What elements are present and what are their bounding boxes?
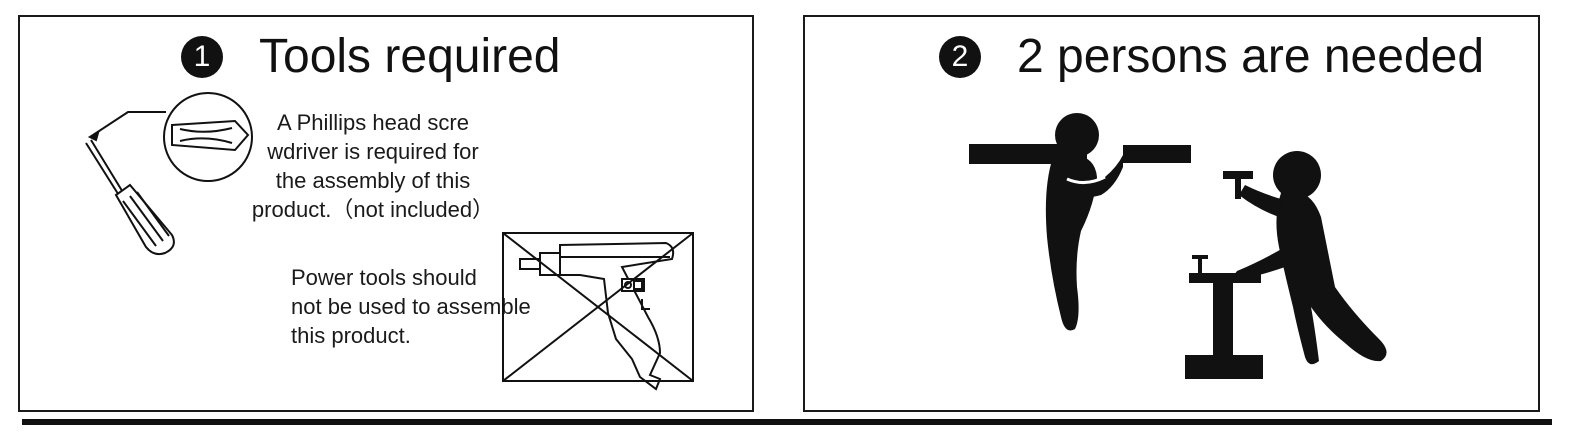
screwdriver-note: A Phillips head scre wdriver is required…	[251, 110, 495, 222]
phillips-screwdriver-icon	[85, 92, 253, 256]
two-persons-heading: 2 2 persons are needed	[939, 33, 1484, 81]
person-hammering-nail-icon	[1185, 151, 1387, 379]
power-tools-note: Power tools should not be used to assemb…	[291, 265, 531, 348]
tools-required-title: Tools required	[259, 30, 561, 83]
screwdriver-tip-magnifier-icon	[163, 92, 253, 182]
person-carrying-board-icon	[969, 113, 1191, 331]
tools-required-heading: 1 Tools required	[181, 33, 561, 81]
crossed-out-power-drill-icon	[502, 232, 694, 391]
step-number-badge: 1	[181, 36, 223, 78]
tools-required-panel: 1 Tools required A Phillips head scre wd…	[18, 15, 754, 412]
bottom-divider	[22, 419, 1552, 425]
two-persons-title: 2 persons are needed	[1017, 30, 1485, 83]
step-number-badge: 2	[939, 36, 981, 78]
two-persons-panel: 2 2 persons are needed	[803, 15, 1540, 412]
